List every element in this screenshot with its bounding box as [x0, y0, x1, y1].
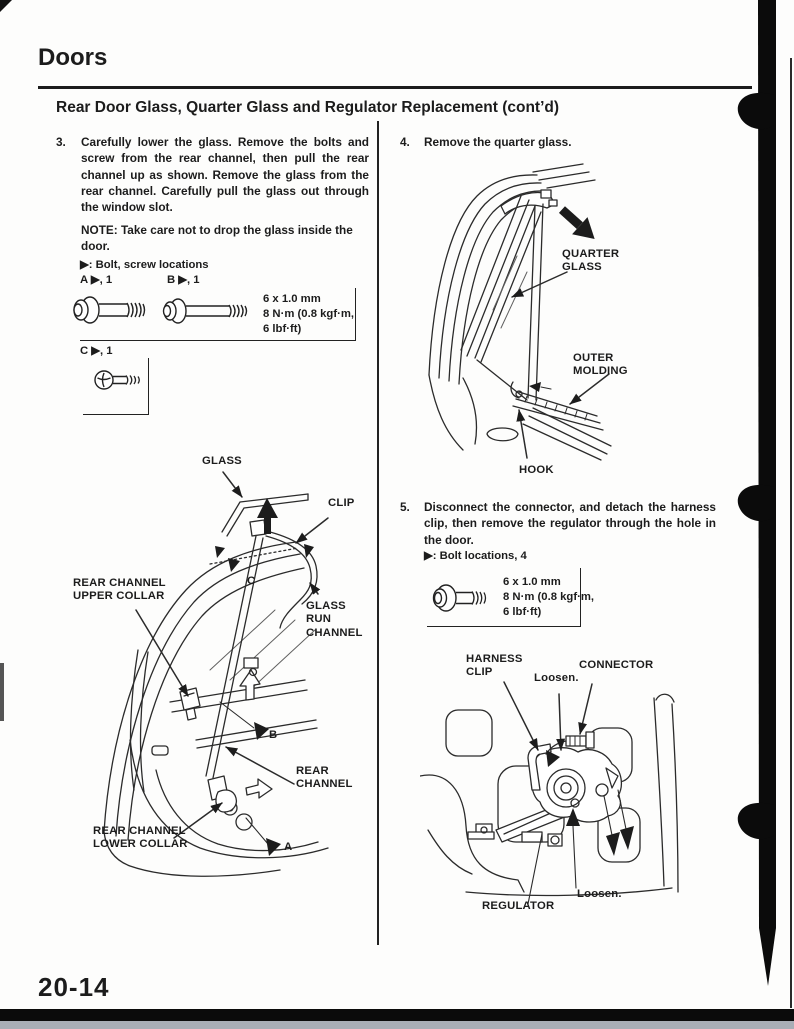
binder-spine [728, 0, 794, 1010]
step5-text: Disconnect the connector, and detach the… [424, 500, 716, 547]
scan-corner-artifact [0, 0, 12, 12]
marker-b: B [269, 729, 278, 741]
connector-label: CONNECTOR [579, 659, 654, 671]
spec-bracket-ab [80, 288, 356, 341]
step5-number: 5. [400, 500, 410, 514]
bolt-5-icon [430, 582, 494, 614]
quarter-glass-label: QUARTER GLASS [562, 248, 620, 274]
step3-text: Carefully lower the glass. Remove the bo… [81, 135, 369, 215]
outer-molding-label: OUTER MOLDING [573, 352, 628, 378]
torque-spec-ab: 6 x 1.0 mm 8 N·m (0.8 kgf·m, 6 lbf·ft) [263, 293, 355, 335]
step4-text: Remove the quarter glass. [424, 135, 572, 149]
rear-channel-label: REAR CHANNEL [296, 765, 353, 791]
screw-c-icon [92, 366, 146, 394]
step3-number: 3. [56, 135, 66, 149]
bolt-b-icon [159, 296, 255, 326]
page-number: 20-14 [38, 972, 110, 1002]
rear-channel-lower-collar-label: REAR CHANNEL LOWER COLLAR [93, 825, 188, 851]
screw-location-c: C ▶, 1 [80, 345, 113, 357]
bolt-screw-legend: ▶: Bolt, screw locations [80, 259, 209, 271]
scan-bottom-gray [0, 1021, 794, 1029]
header-rule [38, 86, 752, 89]
page-title: Rear Door Glass, Quarter Glass and Regul… [56, 99, 560, 116]
scan-bottom-bar [0, 1009, 794, 1021]
marker-c: C [247, 575, 256, 587]
section-heading: Doors [38, 44, 108, 71]
loosen-top-label: Loosen. [534, 672, 579, 684]
spec-bracket-5 [427, 568, 581, 627]
marker-a: A [284, 841, 293, 853]
hook-label: HOOK [519, 464, 554, 476]
clip-label: CLIP [328, 497, 355, 509]
rear-channel-upper-collar-label: REAR CHANNEL UPPER COLLAR [73, 577, 166, 603]
bolt-a-icon [69, 293, 153, 327]
scan-left-edge-mark [0, 663, 4, 721]
regulator-diagram: HARNESS CLIP Loosen. CONNECTOR Loosen. R… [420, 640, 735, 945]
step3-note: NOTE: Take care not to drop the glass in… [81, 223, 353, 254]
glass-label: GLASS [202, 455, 242, 467]
quarter-glass-diagram: QUARTER GLASS OUTER MOLDING HOOK [415, 160, 749, 492]
column-divider [377, 121, 379, 945]
torque-spec-5: 6 x 1.0 mm 8 N·m (0.8 kgf·m, 6 lbf·ft) [503, 576, 595, 618]
step4-number: 4. [400, 135, 410, 149]
regulator-label: REGULATOR [482, 900, 555, 912]
glass-run-channel-label: GLASS RUN CHANNEL [306, 600, 363, 639]
page-edge-line [790, 58, 792, 1008]
rear-door-diagram: GLASS CLIP REAR CHANNEL UPPER COLLAR C G… [60, 440, 394, 890]
bolt-locations-legend: ▶: Bolt locations, 4 [424, 550, 527, 562]
loosen-bottom-label: Loosen. [577, 888, 622, 900]
harness-clip-label: HARNESS CLIP [466, 653, 523, 679]
spec-bracket-c [83, 358, 149, 415]
bolt-location-b: B ▶, 1 [167, 274, 200, 286]
bolt-location-a: A ▶, 1 [80, 274, 113, 286]
